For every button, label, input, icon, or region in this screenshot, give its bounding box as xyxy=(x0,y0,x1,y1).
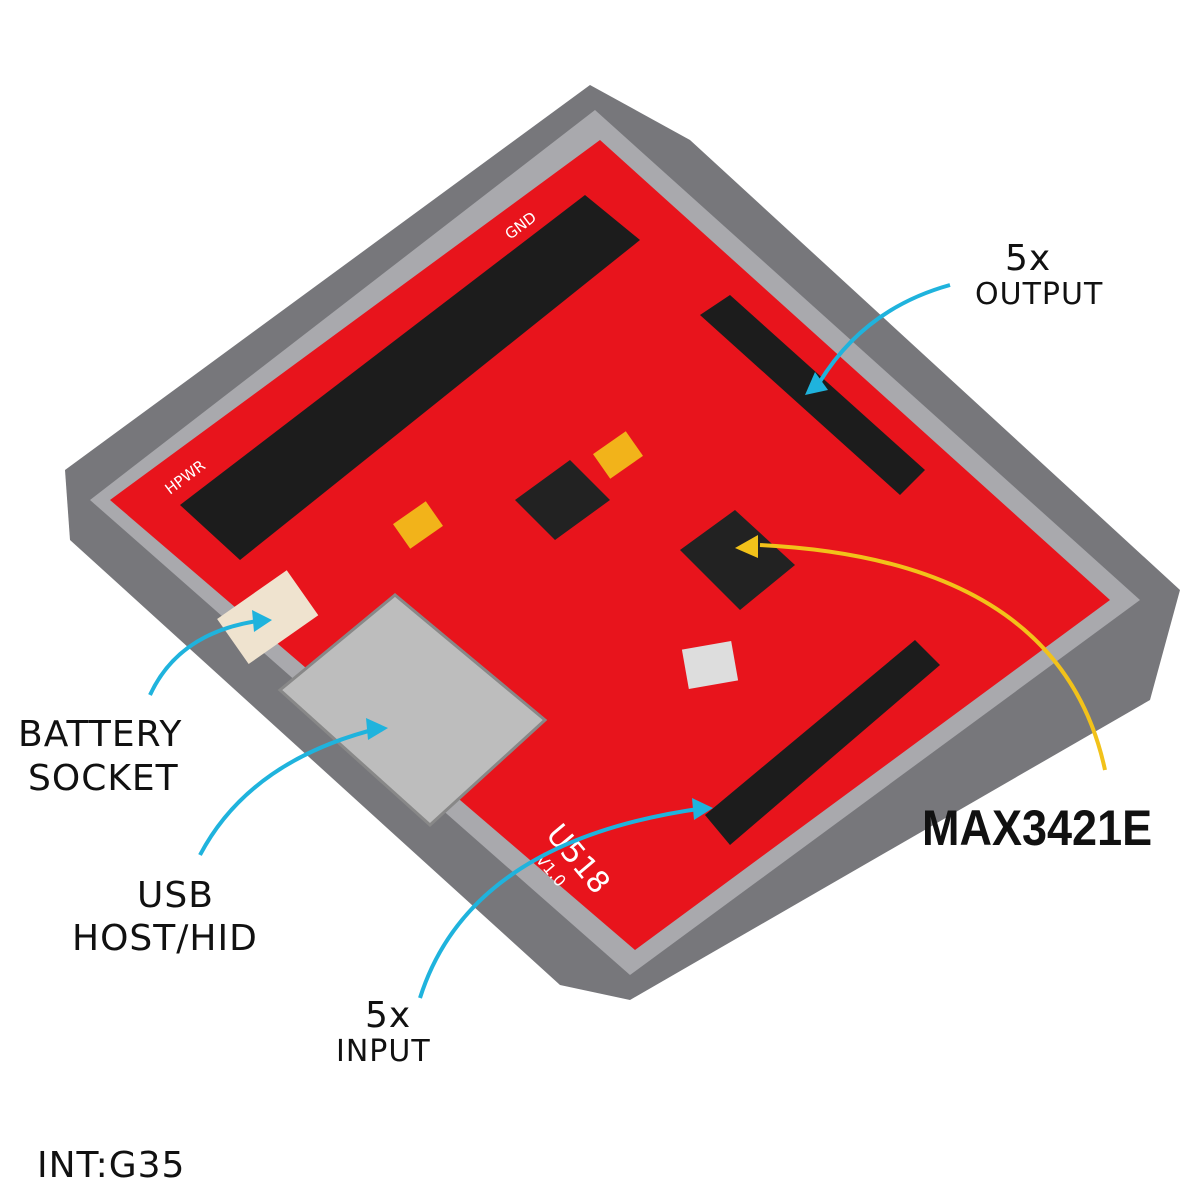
usb-label-line1: USB xyxy=(137,875,214,916)
usb-socket xyxy=(277,593,548,828)
chip-label: MAX3421E xyxy=(922,800,1153,856)
battery-connector xyxy=(217,570,319,665)
usb-label-line2: HOST/HID xyxy=(72,918,258,959)
interrupt-pin-label: INT:G35 xyxy=(37,1145,186,1186)
arrow-usb-head xyxy=(366,718,388,740)
arrow-battery-head xyxy=(252,610,272,632)
pin-header-output xyxy=(700,295,925,495)
capacitor xyxy=(393,501,443,549)
battery-label-line1: BATTERY xyxy=(18,714,183,755)
input-count-label: 5x xyxy=(365,995,412,1036)
arrow-output xyxy=(813,283,951,391)
pin-header-main xyxy=(180,195,640,560)
arrow-input-head xyxy=(692,798,713,820)
voltage-regulator xyxy=(515,460,610,540)
arrow-usb xyxy=(198,726,381,856)
arrow-output-head xyxy=(805,372,828,395)
input-label: INPUT xyxy=(336,1034,431,1069)
pcb-board xyxy=(110,140,1110,950)
battery-label-line2: SOCKET xyxy=(28,758,179,799)
output-label: OUTPUT xyxy=(975,277,1104,312)
arrow-chip-head xyxy=(735,535,758,558)
arrow-input xyxy=(418,806,706,999)
arrow-battery xyxy=(148,618,266,696)
crystal xyxy=(681,640,739,690)
output-count-label: 5x xyxy=(1005,238,1052,279)
capacitor xyxy=(593,431,643,479)
arrow-chip xyxy=(759,543,1107,771)
pin-header-input xyxy=(705,640,940,845)
max3421e-chip xyxy=(680,510,795,610)
